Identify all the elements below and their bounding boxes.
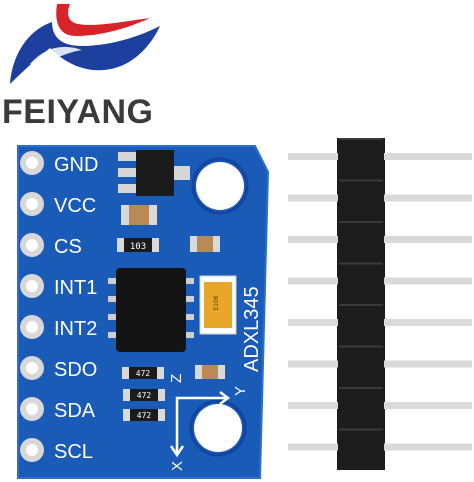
- smd-capacitor: [121, 205, 157, 225]
- pin-vcc: VCC: [20, 192, 96, 217]
- voltage-regulator: [136, 150, 174, 196]
- axis-label-y: Y: [232, 386, 249, 396]
- resistor-472-c: 472: [123, 409, 165, 421]
- pin-label-int1: INT1: [54, 277, 97, 299]
- capacitor-marking: E106: [213, 295, 220, 310]
- brand-name: FEIYANG: [2, 93, 154, 131]
- adxl345-chip: [116, 268, 186, 352]
- mounting-hole-top: [196, 162, 244, 210]
- header-pin: [288, 138, 472, 160]
- header-pin: [288, 221, 472, 243]
- header-pin: [288, 345, 472, 368]
- mounting-hole-bottom: [194, 404, 242, 452]
- resistor-472-a: 472: [122, 367, 164, 379]
- pin-sda: SDA: [20, 397, 96, 422]
- header-pin: [288, 304, 472, 326]
- smd-capacitor-2: [190, 236, 220, 252]
- pin-label-cs: CS: [54, 236, 82, 258]
- resistor-472-c-code: 472: [137, 411, 152, 420]
- pin-int1: INT1: [20, 274, 97, 299]
- pin-label-vcc: VCC: [54, 195, 96, 217]
- pin-cs: CS: [20, 233, 82, 258]
- model-label: ADXL345: [241, 286, 263, 372]
- smd-capacitor-3: [195, 365, 225, 379]
- pin-label-sda: SDA: [54, 400, 96, 422]
- feiyang-emblem-icon: [10, 4, 160, 84]
- axis-indicator-icon: [169, 391, 231, 458]
- resistor-103-code: 103: [130, 242, 146, 252]
- resistor-103: [121, 238, 155, 252]
- pin-label-sdo: SDO: [54, 359, 97, 381]
- pin-int2: INT2: [20, 315, 97, 340]
- header-pin: [288, 387, 472, 409]
- axis-label-z: Z: [168, 374, 185, 383]
- resistor-472-a-code: 472: [136, 369, 151, 378]
- header-pin: [288, 428, 472, 451]
- pin-scl: SCL: [20, 438, 93, 463]
- axis-label-x: X: [169, 461, 186, 471]
- pin-gnd: GND: [20, 151, 98, 176]
- resistor-472-b-code: 472: [137, 391, 152, 400]
- pin-label-int2: INT2: [54, 318, 97, 340]
- pin-sdo: SDO: [20, 356, 97, 381]
- brand-logo: FEIYANG: [0, 0, 180, 140]
- header-pin: [288, 179, 472, 202]
- pin-label-scl: SCL: [54, 441, 93, 463]
- resistor-472-b: 472: [123, 389, 165, 401]
- pin-label-gnd: GND: [54, 154, 98, 176]
- header-pin: [288, 262, 472, 285]
- tantalum-capacitor: [204, 282, 232, 328]
- pin-header: [288, 138, 472, 470]
